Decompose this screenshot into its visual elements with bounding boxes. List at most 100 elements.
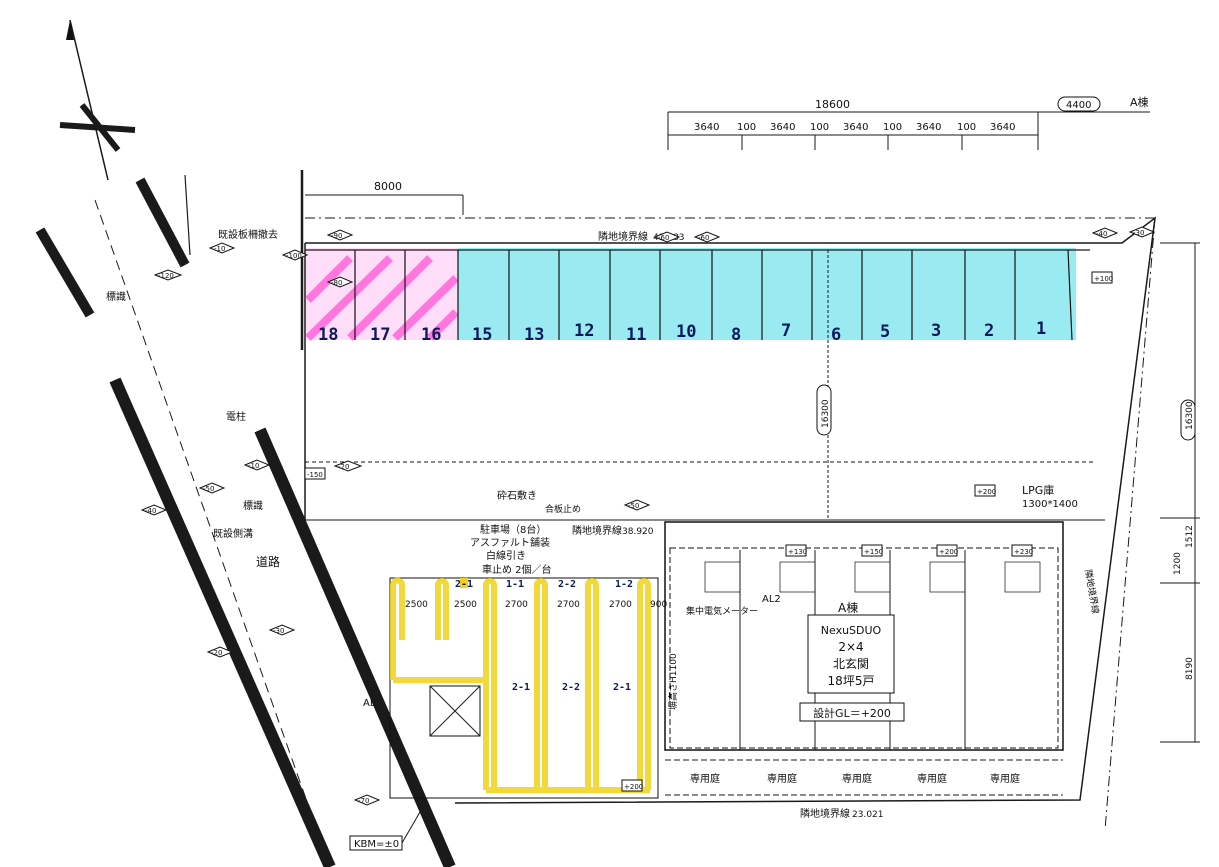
parking-code: 2-1 — [455, 579, 473, 590]
elevation-mark: -50 — [628, 502, 639, 510]
boundary-mid-value: 38.920 — [622, 527, 654, 537]
bike-slot-number: 16 — [421, 325, 441, 345]
garden-label: 専用庭 — [917, 772, 947, 785]
dim-seg: 3640 — [916, 122, 941, 133]
dim-right-a: 1512 — [1185, 525, 1195, 548]
parking-dim: 2700 — [609, 600, 632, 610]
bicycle-parking: 18 17 16 15 13 12 11 10 8 7 6 5 3 2 1 — [305, 248, 1090, 345]
elevation-mark: -150 — [307, 471, 323, 479]
elevation-marks: -10 -120 -100 -90 -80 -60 -40 -30 -20 -1… — [140, 226, 1156, 806]
building-a: A棟 NexuSDUO 2×4 北玄関 18坪5戸 設計GL＝+200 — [664, 521, 1064, 751]
elevation-mark: -50 — [203, 485, 214, 493]
note-plywood: 合板止め — [545, 503, 581, 515]
elevation-mark: +150 — [864, 548, 883, 556]
elevation-mark: -60 — [658, 234, 669, 242]
building-gl: 設計GL＝+200 — [813, 706, 891, 720]
elevation-mark: -30 — [1133, 229, 1144, 237]
bike-slot-number: 2 — [984, 321, 994, 341]
dim-right-b: 1200 — [1173, 552, 1183, 575]
elevation-mark: -80 — [331, 279, 342, 287]
note-gravel: 砕石敷き — [497, 489, 537, 502]
dim-seg: 3640 — [694, 122, 719, 133]
dim-right-c: 8190 — [1185, 657, 1195, 680]
dim-seg: 100 — [737, 122, 756, 133]
building-label: A棟 — [838, 600, 858, 615]
building-line: 2×4 — [838, 640, 863, 654]
note-al2: AL2 — [762, 594, 781, 605]
note-sign: 標識 — [243, 499, 263, 512]
parking-code-vertical: 2-2 — [562, 682, 580, 693]
building-ref: A棟 — [1130, 95, 1149, 109]
bike-slot-number: 17 — [370, 325, 390, 345]
site-boundary — [300, 170, 1156, 831]
dim-overall: 18600 — [815, 98, 850, 111]
parking-dim: 900 — [650, 600, 667, 610]
bike-slot-number: 7 — [781, 321, 791, 341]
elevation-mark: -120 — [158, 272, 174, 280]
building-line: 北玄関 — [833, 656, 869, 671]
garden-label: 専用庭 — [767, 772, 797, 785]
dim-center: 16300 — [821, 399, 831, 428]
private-gardens: 専用庭 専用庭 専用庭 専用庭 専用庭 — [665, 759, 1063, 796]
kbm-label: KBM=±0 — [354, 839, 399, 850]
elevation-mark: -40 — [145, 507, 156, 515]
bike-slot-number: 5 — [880, 322, 890, 342]
note-parking-line: 白線引き — [486, 549, 526, 562]
elevation-mark: -10 — [248, 462, 259, 470]
dim-side: 4400 — [1066, 100, 1091, 111]
elevation-mark: -20 — [338, 463, 349, 471]
tick-marks — [741, 135, 963, 150]
bike-slot-number: 10 — [676, 322, 696, 342]
bike-slot-number: 11 — [626, 325, 646, 345]
dim-seg: 3640 — [770, 122, 795, 133]
parking-dim: 2700 — [557, 600, 580, 610]
building-line: NexuSDUO — [821, 624, 882, 637]
north-arrow-icon — [59, 19, 136, 181]
elevation-mark: -20 — [211, 649, 222, 657]
bike-slot-number: 6 — [831, 325, 841, 345]
garden-label: 専用庭 — [842, 772, 872, 785]
bike-slot-number: 12 — [574, 321, 594, 341]
bike-slot-number: 15 — [472, 325, 492, 345]
note-pole: 電柱 — [226, 410, 246, 423]
bike-slot-number: 13 — [524, 325, 544, 345]
elevation-mark: +200 — [624, 783, 643, 791]
elevation-mark: -90 — [331, 232, 342, 240]
parking-code: 1-1 — [506, 579, 524, 590]
elevation-mark: +200 — [977, 488, 996, 496]
parking-dim: 2700 — [505, 600, 528, 610]
boundary-right-label: 隣地境界線 — [1082, 568, 1102, 614]
elevation-mark: -10 — [214, 245, 225, 253]
parking-code-vertical: 2-1 — [613, 682, 631, 693]
elevation-mark: -100 — [286, 252, 302, 260]
garden-label: 専用庭 — [990, 772, 1020, 785]
boundary-mid-label: 隣地境界線 — [572, 524, 622, 537]
note-lpg: LPG庫 — [1022, 483, 1054, 497]
dim-8000: 8000 — [374, 180, 402, 193]
elevation-mark: -30 — [273, 627, 284, 635]
parking-dim: 2500 — [454, 600, 477, 610]
boundary-top-label: 隣地境界線 — [598, 230, 648, 243]
dim-seg: 100 — [883, 122, 902, 133]
bike-slot-number: 1 — [1036, 319, 1046, 339]
garden-label: 専用庭 — [690, 772, 720, 785]
note-drain: 既設側溝 — [213, 527, 253, 540]
elevation-mark: -40 — [1096, 230, 1107, 238]
elevation-mark: +100 — [1094, 275, 1113, 283]
parking-code-vertical: 2-1 — [512, 682, 530, 693]
building-line: 18坪5戸 — [828, 674, 875, 688]
note-parking-asphalt: アスファルト舗装 — [470, 536, 550, 549]
note-fence-height: 塀高さH1100 — [667, 653, 679, 710]
note-al: AL — [363, 698, 376, 709]
bike-slot-number: 8 — [731, 325, 741, 345]
parking-area: 2-1 1-1 2-2 1-2 2-1 2-2 2-1 2500 2500 27… — [389, 577, 667, 799]
elevation-mark: +230 — [1014, 548, 1033, 556]
road-edge-lines — [35, 174, 456, 867]
note-lpg-size: 1300*1400 — [1022, 499, 1078, 510]
dim-seg: 100 — [957, 122, 976, 133]
elevation-mark: +130 — [788, 548, 807, 556]
bike-slot-number: 18 — [318, 325, 338, 345]
bike-slot-number: 3 — [931, 321, 941, 341]
parking-dim: 2500 — [405, 600, 428, 610]
elevation-mark: -70 — [358, 797, 369, 805]
